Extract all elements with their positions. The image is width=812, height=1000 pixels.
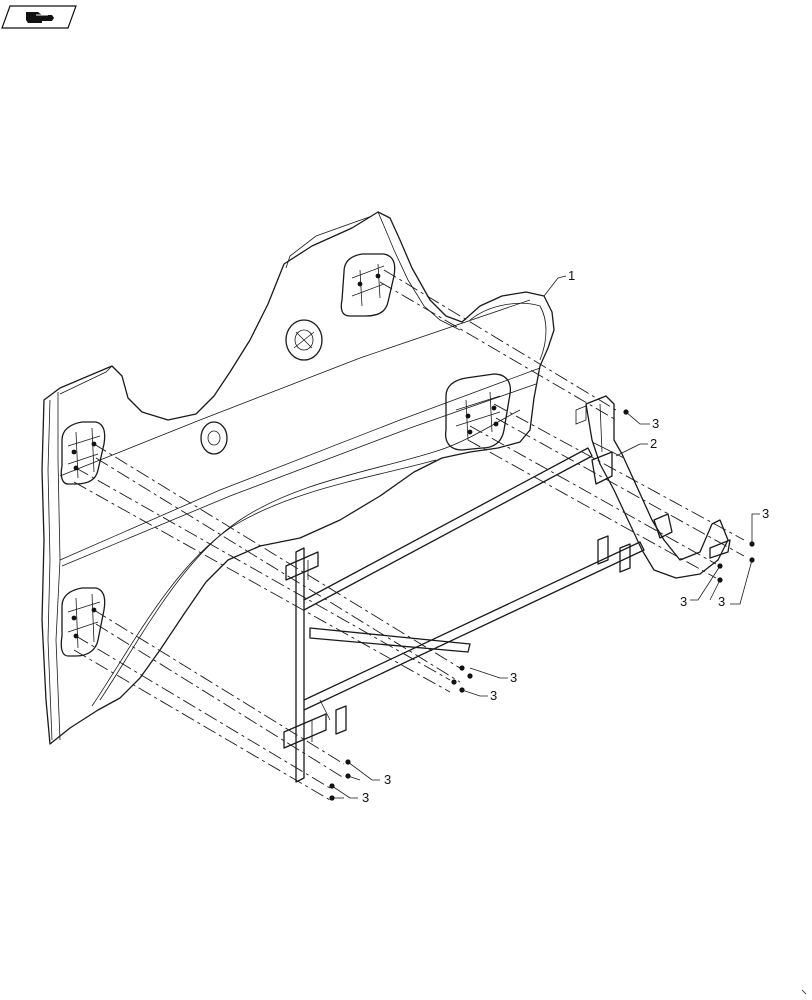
callout-3-b: 3 — [762, 506, 769, 521]
grommet-lower — [200, 421, 228, 455]
corner-mark — [801, 989, 807, 995]
callout-1: 1 — [568, 268, 575, 283]
hardware-fasteners — [329, 409, 755, 801]
callout-3-e: 3 — [510, 670, 517, 685]
mount-pocket-left-upper — [60, 421, 106, 485]
callout-3-h: 3 — [362, 790, 369, 805]
callout-labels: 1 2 3 3 3 3 3 3 3 3 — [362, 268, 769, 805]
assembly-centerlines — [73, 269, 745, 801]
callout-2: 2 — [650, 436, 657, 451]
callout-3-f: 3 — [490, 688, 497, 703]
mount-pocket-right — [444, 373, 512, 451]
mount-pocket-left-lower — [60, 587, 106, 657]
callout-3-g: 3 — [384, 772, 391, 787]
callout-3-a: 3 — [652, 416, 659, 431]
leader-lines — [331, 275, 760, 799]
mount-pocket-top — [340, 253, 396, 317]
support-frame — [283, 395, 731, 783]
callout-3-d: 3 — [718, 594, 725, 609]
fender-panel — [41, 211, 555, 745]
grommet-upper — [285, 319, 323, 361]
nav-badge[interactable] — [1, 5, 77, 29]
hand-pointer-icon — [26, 12, 54, 23]
callout-3-c: 3 — [680, 594, 687, 609]
